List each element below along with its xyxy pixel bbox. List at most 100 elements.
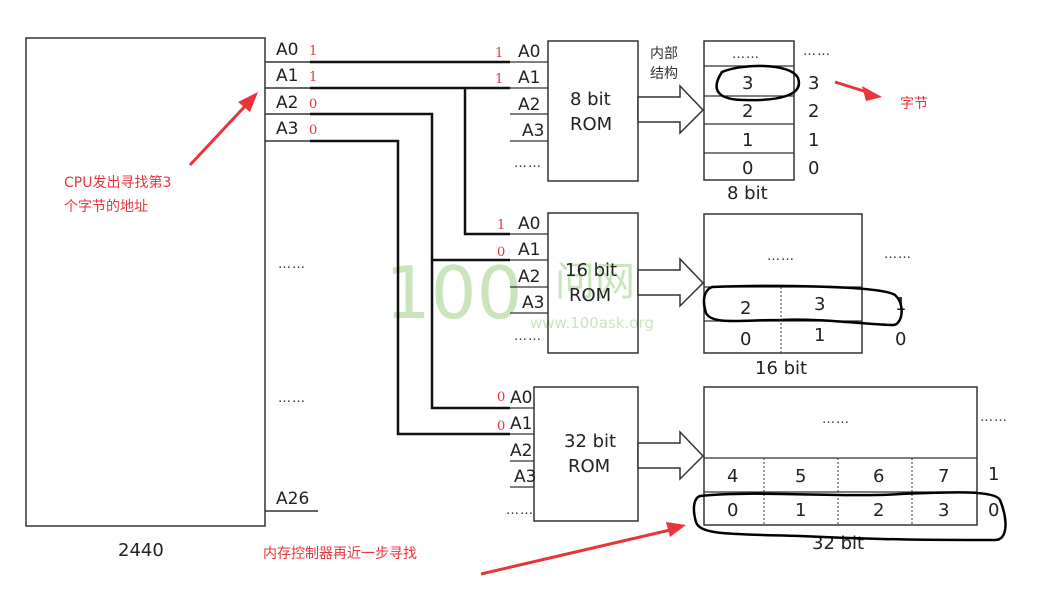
mem-8bit-cell-2: 2 [742,101,753,122]
rom-8bit-box [547,40,639,182]
rom-16bit-pin-value-a0: 1 [497,218,505,233]
controller-note: 内存控制器再近一步寻找 [263,546,417,562]
cpu-pin-ellipsis-2: …… [278,391,306,406]
mem-8bit-index-ellipsis: …… [803,44,831,59]
rom-32bit-pin-value-a1: 0 [497,419,505,434]
rom-8bit-pin-value-a0: 1 [495,46,503,61]
mem-16bit-cell-1: 1 [814,325,825,346]
rom-32bit-pin-value-a0: 0 [497,390,505,405]
mem-32bit-index-ellipsis: …… [980,410,1008,425]
mem-8bit-cell-0: 0 [742,158,753,179]
rom-32bit-title: 32 bit [564,431,616,452]
rom-32bit-pin-ellipsis: …… [506,503,534,518]
mem-32bit-cell-2: 2 [873,500,884,521]
mem-16bit-cell-3: 3 [814,294,825,315]
rom-32bit-pin-a0: A0 [510,388,532,408]
watermark-brand: 问网 [555,259,635,305]
cpu-pin-a26: A26 [276,489,309,509]
mem-32bit-cell-ellipsis: …… [822,412,850,427]
cpu-chip: 2440 A0 A1 A2 A3 A26 1 1 0 0 …… …… [25,37,318,561]
mem-16bit-index-0: 0 [895,329,906,350]
mem-32bit-cell-4: 4 [727,466,738,487]
rom-16bit-title: 16 bit [565,260,617,281]
mem-8bit-index-2: 2 [808,101,819,122]
internal-structure-label-2: 结构 [650,66,678,82]
rom-32bit-pin-a2: A2 [510,441,532,461]
controller-note-arrow-shaft [480,528,671,576]
mem-32bit-index-1: 1 [988,464,999,485]
mem-16bit-cell-ellipsis: …… [767,249,795,264]
cpu-pin-a0: A0 [276,40,298,60]
mem-8bit-index-0: 0 [808,158,819,179]
mem-8bit-index-1: 1 [808,130,819,151]
address-bus-wires [310,60,510,436]
rom-8bit-pin-a0: A0 [518,42,540,62]
mem-16bit-index-ellipsis: …… [884,247,912,262]
cpu-note-arrow-shaft [188,101,250,167]
rom-8bit-pin-value-a1: 1 [495,72,503,87]
wire-a1-to-16bit-a0 [463,88,510,236]
mem-32bit-index-0: 0 [988,500,999,521]
mem-32bit-cell-5: 5 [795,466,806,487]
rom-32bit-box [533,386,639,522]
mem-32bit-cell-0: 0 [727,500,738,521]
watermark-url: www.100ask.org [530,314,654,332]
controller-note-arrow-head [666,522,686,537]
mem-32bit-cell-7: 7 [938,466,949,487]
cpu-note-line-2: 个字节的地址 [64,199,148,215]
byte-note-label: 字节 [900,96,928,112]
cpu-pin-ellipsis-1: …… [278,257,306,272]
rom-8bit-pin-a1: A1 [518,68,540,88]
rom-8bit-subtitle: ROM [570,114,612,135]
mem-16bit-cell-2: 2 [740,298,751,319]
cpu-pin-value-a0: 1 [309,44,317,59]
watermark: 100 问网 www.100ask.org [385,251,654,335]
watermark-logo: 100 [385,251,522,335]
arrow-8bit-internal [637,84,705,135]
rom-8bit-title: 8 bit [570,89,611,110]
cpu-note-line-1: CPU发出寻找第3 [64,174,171,191]
highlight-8bit-row-3 [715,64,801,102]
mem-32bit-cell-1: 1 [795,500,806,521]
rom-16bit-subtitle: ROM [569,285,611,306]
mem-16bit-table [703,213,863,354]
annotations: CPU发出寻找第3 个字节的地址 字节 内存控制器再近一步寻找 [64,80,928,576]
rom-16bit-pin-ellipsis: …… [514,329,542,344]
arrow-16bit-internal [637,257,705,308]
cpu-pin-value-a2: 0 [309,97,317,112]
mem-8bit-width-label: 8 bit [727,183,768,204]
arrow-32bit-internal [637,430,705,481]
cpu-pin-a2: A2 [276,93,298,113]
rom-8bit-pin-a3: A3 [522,121,544,141]
internal-structure-label-1: 内部 [650,46,678,62]
rom-16bit-pin-a3: A3 [522,293,544,313]
wire-a3-to-32bit-a1 [310,139,510,436]
mem-8bit-table [703,40,795,181]
wire-a2-to-16bit-a1 [310,112,510,262]
mem-8bit-cell-ellipsis: …… [732,47,760,62]
rom-16bit-pin-a2: A2 [518,267,540,287]
highlight-16bit-row-1 [702,284,903,327]
cpu-pin-a3: A3 [276,119,298,139]
rom-16bit-pin-a1: A1 [518,240,540,260]
cpu-box [25,37,266,527]
cpu-note-arrow-head [238,92,258,112]
highlight-32bit-row-0 [692,491,1007,542]
rom-16bit: 16 bit ROM A0 A1 A2 A3 …… 1 0 …… 2 3 0 1… [497,212,912,379]
mem-8bit-cell-1: 1 [742,130,753,151]
cpu-pin-value-a3: 0 [309,123,317,138]
mem-32bit-cell-3: 3 [938,500,949,521]
cpu-name: 2440 [118,540,164,561]
byte-note-arrow-head [862,86,882,101]
mem-16bit-cell-0: 0 [740,329,751,350]
rom-8bit-pin-ellipsis: …… [514,156,542,171]
rom-16bit-pin-value-a1: 0 [497,245,505,260]
rom-8bit: 8 bit ROM A0 A1 A2 A3 …… 1 1 内部 结构 …… 3 … [495,40,831,204]
rom-32bit-subtitle: ROM [568,456,610,477]
mem-32bit-cell-6: 6 [873,466,884,487]
rom-32bit-pin-a3: A3 [514,467,536,487]
rom-8bit-pin-a2: A2 [518,95,540,115]
rom-32bit-pin-a1: A1 [510,414,532,434]
rom-32bit: 32 bit ROM A0 A1 A2 A3 …… 0 0 …… 4 5 6 7… [497,386,1008,554]
